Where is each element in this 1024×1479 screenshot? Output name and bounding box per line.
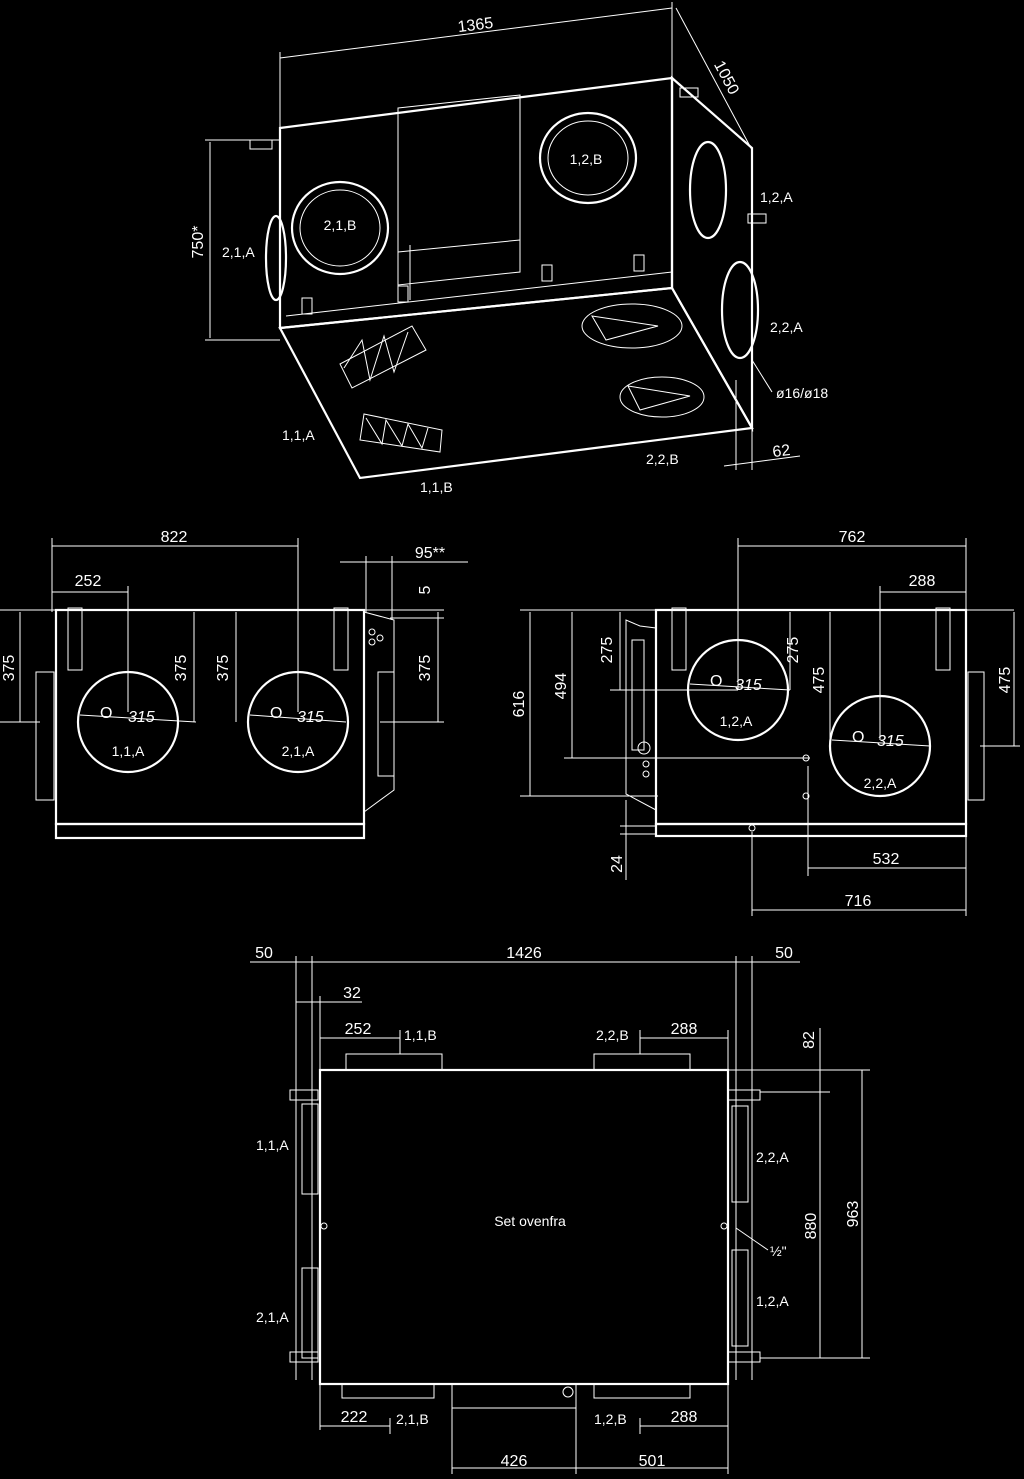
port-label: 1,2,A	[720, 713, 753, 729]
dim-275: 275	[599, 637, 616, 664]
port-label: 2,2,B	[646, 451, 679, 467]
dim-288: 288	[909, 573, 936, 590]
dim-475: 475	[997, 667, 1014, 694]
dim-1050: 1050	[710, 58, 742, 97]
diameter-symbol: O	[270, 705, 282, 722]
dim-716: 716	[845, 893, 872, 910]
dim-375: 375	[1, 655, 18, 682]
side-view: 762 288 616 494 275 275 475 475 24 532 7…	[511, 529, 1020, 916]
port-label: 1,2,B	[570, 151, 603, 167]
dim-62: 62	[772, 442, 792, 461]
dim-1426: 1426	[506, 945, 542, 962]
dim-616: 616	[511, 691, 528, 718]
port-label: 1,1,B	[420, 479, 453, 495]
port-label: 1,2,A	[760, 189, 793, 205]
port-label: 1,1,A	[282, 427, 315, 443]
dim-963: 963	[845, 1201, 862, 1228]
dim-750: 750*	[190, 226, 207, 259]
port-label: 2,2,A	[756, 1149, 789, 1165]
dim-375: 375	[215, 655, 232, 682]
isometric-view: 1365 1050 750* 62 ø16/ø18 2,1,A 2,1,B 1,…	[190, 2, 828, 495]
dim-426: 426	[501, 1453, 528, 1470]
dim-762: 762	[839, 529, 866, 546]
port-label: 1,2,B	[594, 1411, 627, 1427]
dim-5: 5	[417, 585, 434, 594]
dim-24: 24	[609, 855, 626, 873]
dim-275: 275	[785, 637, 802, 664]
port-label: 2,2,B	[596, 1027, 629, 1043]
diameter-symbol: O	[710, 673, 722, 690]
port-label: 1,1,A	[112, 743, 145, 759]
dim-252: 252	[75, 573, 102, 590]
dim-315: 315	[128, 709, 155, 726]
dim-288: 288	[671, 1021, 698, 1038]
diameter-symbol: O	[100, 705, 112, 722]
port-label: 2,2,A	[864, 775, 897, 791]
dim-32: 32	[343, 985, 361, 1002]
port-label: 2,1,B	[396, 1411, 429, 1427]
dim-315: 315	[297, 709, 324, 726]
pipe-label: ø16/ø18	[776, 385, 828, 401]
dim-475: 475	[811, 667, 828, 694]
dim-288: 288	[671, 1409, 698, 1426]
dim-1365: 1365	[457, 15, 495, 36]
port-label: 1,2,A	[756, 1293, 789, 1309]
dim-82: 82	[801, 1031, 818, 1049]
front-view: 822 252 95** 5 375 375 375 375 O 315 O 3…	[0, 529, 468, 840]
dim-252: 252	[345, 1021, 372, 1038]
dim-95: 95**	[415, 545, 445, 562]
port-label: 1,1,B	[404, 1027, 437, 1043]
dim-494: 494	[553, 673, 570, 700]
dim-50: 50	[255, 945, 273, 962]
dim-50: 50	[775, 945, 793, 962]
dim-822: 822	[161, 529, 188, 546]
dim-501: 501	[639, 1453, 666, 1470]
top-view: 50 1426 50 32 252 288 82 963 880 222 288…	[250, 945, 870, 1474]
diameter-symbol: O	[852, 729, 864, 746]
dim-315: 315	[735, 677, 762, 694]
port-label: 2,1,A	[282, 743, 315, 759]
dim-315: 315	[877, 733, 904, 750]
dim-375: 375	[417, 655, 434, 682]
port-label: 2,1,B	[324, 217, 357, 233]
dim-880: 880	[803, 1213, 820, 1240]
dim-375: 375	[173, 655, 190, 682]
dim-222: 222	[341, 1409, 368, 1426]
port-label: 2,2,A	[770, 319, 803, 335]
dim-532: 532	[873, 851, 900, 868]
port-label: 2,1,A	[256, 1309, 289, 1325]
top-view-caption: Set ovenfra	[494, 1213, 566, 1229]
pipe-size-label: ½"	[770, 1243, 787, 1259]
port-label: 2,1,A	[222, 244, 255, 260]
port-label: 1,1,A	[256, 1137, 289, 1153]
